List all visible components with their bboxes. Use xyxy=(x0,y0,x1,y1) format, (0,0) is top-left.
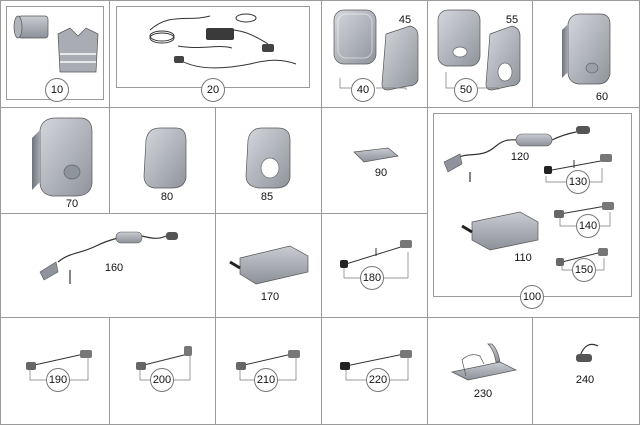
callout-170: 170 xyxy=(260,291,280,303)
cell-row2-a xyxy=(0,107,110,214)
frame-100 xyxy=(433,113,632,297)
callout-190: 190 xyxy=(46,368,70,392)
callout-20: 20 xyxy=(201,78,225,102)
callout-80: 80 xyxy=(160,191,174,203)
callout-120: 120 xyxy=(510,151,530,163)
frame-20 xyxy=(116,6,310,88)
callout-70: 70 xyxy=(65,198,79,210)
callout-230: 230 xyxy=(473,388,493,400)
callout-85: 85 xyxy=(260,191,274,203)
cell-row2-d xyxy=(321,107,428,214)
callout-90: 90 xyxy=(374,167,388,179)
cell-row1-e xyxy=(532,0,640,108)
cell-row4-e xyxy=(427,317,533,425)
callout-10: 10 xyxy=(45,78,69,102)
callout-200: 200 xyxy=(150,368,174,392)
callout-60: 60 xyxy=(595,91,609,103)
callout-50: 50 xyxy=(454,78,478,102)
callout-110: 110 xyxy=(514,252,532,264)
callout-160: 160 xyxy=(104,262,124,274)
cell-row4-f xyxy=(532,317,640,425)
callout-130: 130 xyxy=(566,170,590,194)
callout-40: 40 xyxy=(351,78,375,102)
callout-55: 55 xyxy=(505,14,519,26)
callout-210: 210 xyxy=(254,368,278,392)
callout-45: 45 xyxy=(398,14,412,26)
callout-140: 140 xyxy=(576,214,600,238)
callout-240: 240 xyxy=(575,374,595,386)
callout-220: 220 xyxy=(366,368,390,392)
callout-150: 150 xyxy=(572,258,596,282)
callout-100: 100 xyxy=(520,285,544,309)
callout-180: 180 xyxy=(360,266,384,290)
